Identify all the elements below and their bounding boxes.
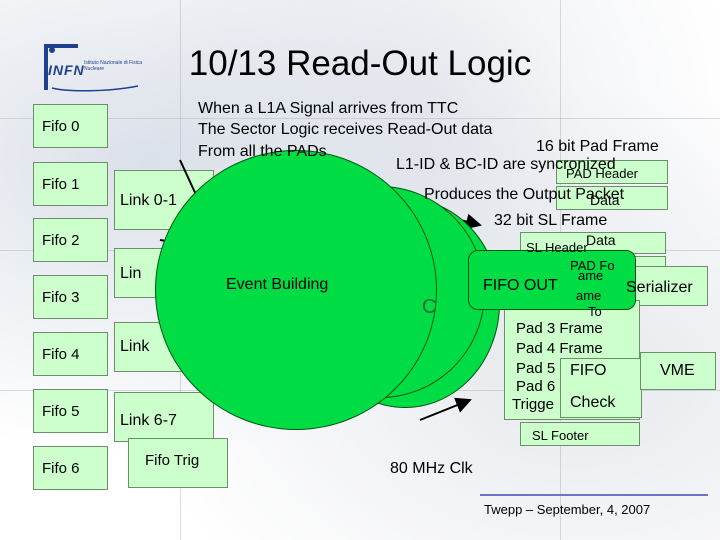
c-label: C <box>422 296 437 318</box>
pad-data-box <box>556 186 668 210</box>
frame-fragment-1: ame <box>578 268 604 283</box>
frame-fragment-2: ame <box>576 288 602 303</box>
clock-label: 80 MHz Clk <box>390 460 473 477</box>
link-0-1-label: Link 0-1 <box>120 192 177 209</box>
fifo-trig-label: Fifo Trig <box>145 452 200 469</box>
to-fragment: To <box>588 304 602 319</box>
fifo-6-box: Fifo 6 <box>33 446 108 490</box>
fifo-3-box: Fifo 3 <box>33 275 108 319</box>
data-label-2: Data <box>586 232 616 248</box>
vme-box <box>640 352 716 390</box>
serializer-label: Serializer <box>626 279 693 296</box>
fifo-label: FIFO <box>570 362 607 379</box>
sl-header-label: SL Header <box>526 240 588 255</box>
vme-label: VME <box>660 362 695 379</box>
pad-6-label: Pad 6 <box>516 378 556 395</box>
description-line-3: From all the PADs <box>198 143 327 160</box>
fifo-1-box: Fifo 1 <box>33 162 108 206</box>
link-6-7-box <box>114 392 214 442</box>
pad-fo-label: PAD Fo <box>570 258 615 273</box>
data-label-1: Data <box>590 192 620 208</box>
event-building-circle <box>155 150 437 430</box>
pad-4-frame-label: Pad 4 Frame <box>516 340 603 357</box>
fifo-5-box: Fifo 5 <box>33 389 108 433</box>
logo-text: INFN <box>48 62 85 78</box>
produces-label: Produces the Output Packet <box>424 186 625 203</box>
link-6-7-label: Link 6-7 <box>120 412 177 429</box>
footer-text: Twepp – September, 4, 2007 <box>484 502 651 517</box>
link-4-5-label: Link <box>120 338 150 355</box>
sl-footer-label: SL Footer <box>532 428 589 443</box>
sync-label: L1-ID & BC-ID are syncronized <box>396 156 616 173</box>
background-line <box>0 118 720 119</box>
pad-3-frame-label: Pad 3 Frame <box>516 320 603 337</box>
fifo-check-box <box>560 358 642 418</box>
check-label: Check <box>570 394 616 411</box>
sl-frame-label: 32 bit SL Frame <box>494 212 608 229</box>
sl-footer-box <box>520 422 640 446</box>
description-line-2: The Sector Logic receives Read-Out data <box>198 121 493 138</box>
fifo-out-circle <box>468 250 636 310</box>
description-line-1: When a L1A Signal arrives from TTC <box>198 100 459 117</box>
pad-header-box <box>556 160 668 184</box>
footer-divider <box>480 494 708 496</box>
pad-5-label: Pad 5 <box>516 360 556 377</box>
logo-subtitle: Istituto Nazionale di Fisica Nucleare <box>84 60 143 72</box>
fifo-out-label: FIFO OUT <box>483 277 558 294</box>
page-title: 10/13 Read-Out Logic <box>188 44 532 83</box>
infn-logo-icon <box>44 44 139 92</box>
link-2-3-label: Lin <box>120 265 142 282</box>
pad-frame-label: 16 bit Pad Frame <box>536 138 659 155</box>
fifo-4-box: Fifo 4 <box>33 332 108 376</box>
fifo-trig-box <box>128 438 228 488</box>
fifo-0-box: Fifo 0 <box>33 104 108 148</box>
event-building-label: Event Building <box>226 276 329 293</box>
fifo-2-box: Fifo 2 <box>33 218 108 262</box>
trigger-label: Trigge <box>512 396 554 413</box>
pad-header-label: PAD Header <box>566 166 639 181</box>
arrow <box>419 397 472 421</box>
